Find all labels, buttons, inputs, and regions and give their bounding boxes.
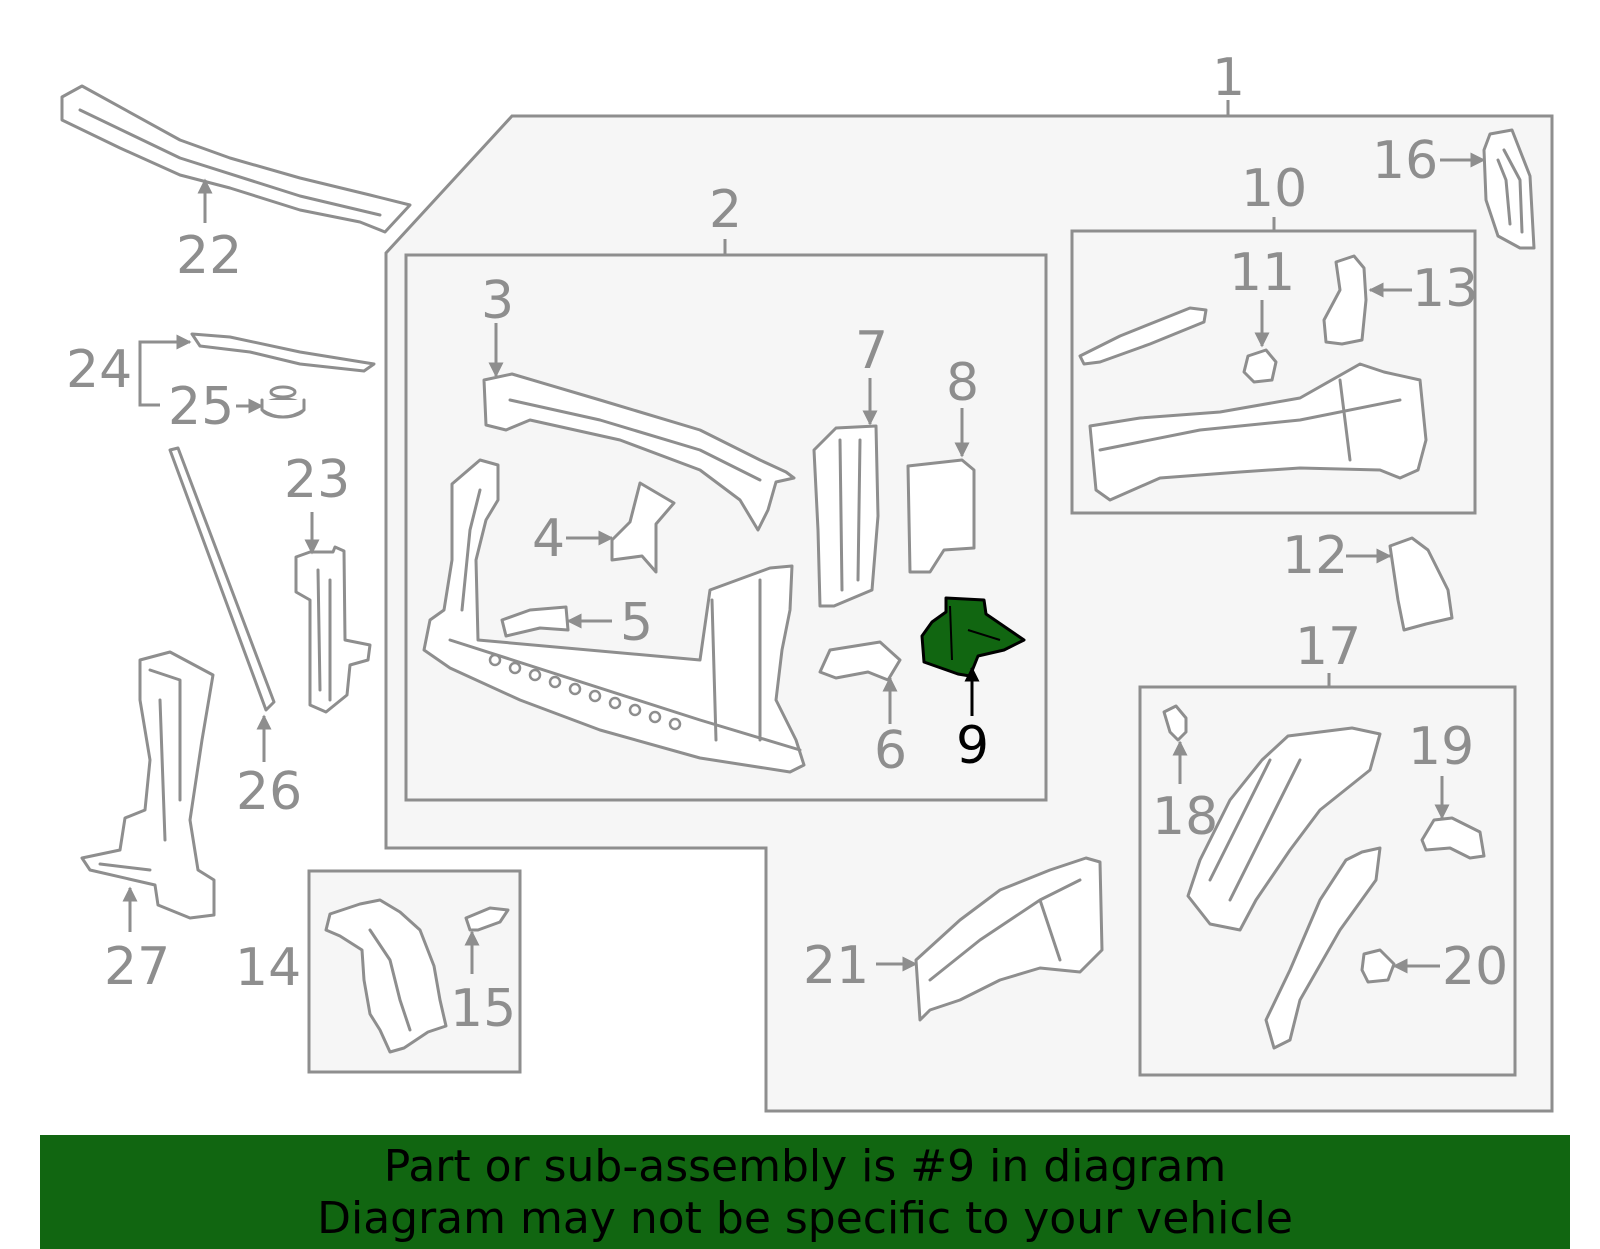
notice-banner: Part or sub-assembly is #9 in diagram Di… bbox=[40, 1135, 1570, 1249]
part-15-bracket bbox=[464, 906, 510, 974]
callout-6: 6 bbox=[874, 721, 907, 781]
callout-1: 1 bbox=[1212, 48, 1245, 108]
part-14-bracket-assembly bbox=[324, 898, 448, 1054]
part-8-side-bracket bbox=[906, 408, 976, 574]
callout-7: 7 bbox=[855, 321, 888, 381]
callout-19: 19 bbox=[1408, 717, 1474, 777]
callout-15: 15 bbox=[450, 979, 516, 1039]
callout-10: 10 bbox=[1241, 159, 1307, 219]
callout-23: 23 bbox=[284, 450, 350, 510]
part-7-side-panel bbox=[812, 378, 880, 608]
callout-12: 12 bbox=[1282, 526, 1348, 586]
callout-20: 20 bbox=[1442, 937, 1508, 997]
part-12-bracket bbox=[1346, 536, 1454, 632]
callout-27: 27 bbox=[104, 937, 170, 997]
callout-22: 22 bbox=[176, 226, 242, 286]
part-11-nut bbox=[1242, 300, 1278, 384]
callout-3: 3 bbox=[481, 271, 514, 331]
part-3-upper-tie-bar bbox=[482, 323, 796, 532]
callout-25: 25 bbox=[168, 377, 234, 437]
part-13-bracket bbox=[1322, 254, 1412, 346]
callout-17: 17 bbox=[1295, 617, 1361, 677]
callout-5: 5 bbox=[620, 593, 653, 653]
part-21-apron-reinforcement bbox=[876, 856, 1104, 1022]
part-6-bracket bbox=[818, 640, 902, 724]
callout-14: 14 bbox=[235, 938, 301, 998]
part-20-clip bbox=[1360, 948, 1440, 984]
callout-labels: 1 2 3 4 5 6 7 8 9 10 11 12 13 14 15 16 1… bbox=[66, 48, 1508, 1039]
part-17-apron bbox=[1186, 726, 1382, 1050]
part-4-bracket bbox=[566, 481, 676, 574]
part-25-bumper-stop bbox=[236, 385, 306, 419]
part-27-apron-extension bbox=[80, 650, 216, 932]
part-26-support-rod bbox=[168, 446, 276, 762]
callout-2: 2 bbox=[709, 180, 742, 240]
callout-13: 13 bbox=[1412, 259, 1478, 319]
part-18-clip bbox=[1162, 704, 1188, 784]
part-5-bracket bbox=[500, 605, 612, 638]
callout-18: 18 bbox=[1152, 787, 1218, 847]
banner-line-2: Diagram may not be specific to your vehi… bbox=[317, 1193, 1293, 1244]
part-16-seal bbox=[1440, 128, 1536, 250]
part-22-bumper-reinforcement bbox=[60, 84, 412, 234]
part-10-frame-member bbox=[1078, 306, 1428, 502]
part-2-radiator-support bbox=[422, 458, 806, 774]
callout-8: 8 bbox=[946, 353, 979, 413]
callout-24: 24 bbox=[66, 340, 132, 400]
callout-16: 16 bbox=[1372, 131, 1438, 191]
callout-26: 26 bbox=[236, 762, 302, 822]
callout-11: 11 bbox=[1229, 243, 1295, 303]
callout-4: 4 bbox=[532, 509, 565, 569]
banner-line-1: Part or sub-assembly is #9 in diagram bbox=[383, 1141, 1227, 1192]
part-9-highlighted bbox=[920, 596, 1026, 716]
callout-21: 21 bbox=[803, 936, 869, 996]
part-19-bracket bbox=[1420, 776, 1486, 860]
callout-9: 9 bbox=[956, 716, 989, 776]
part-24-bracket bbox=[138, 332, 376, 407]
part-23-side-bracket bbox=[294, 512, 372, 714]
